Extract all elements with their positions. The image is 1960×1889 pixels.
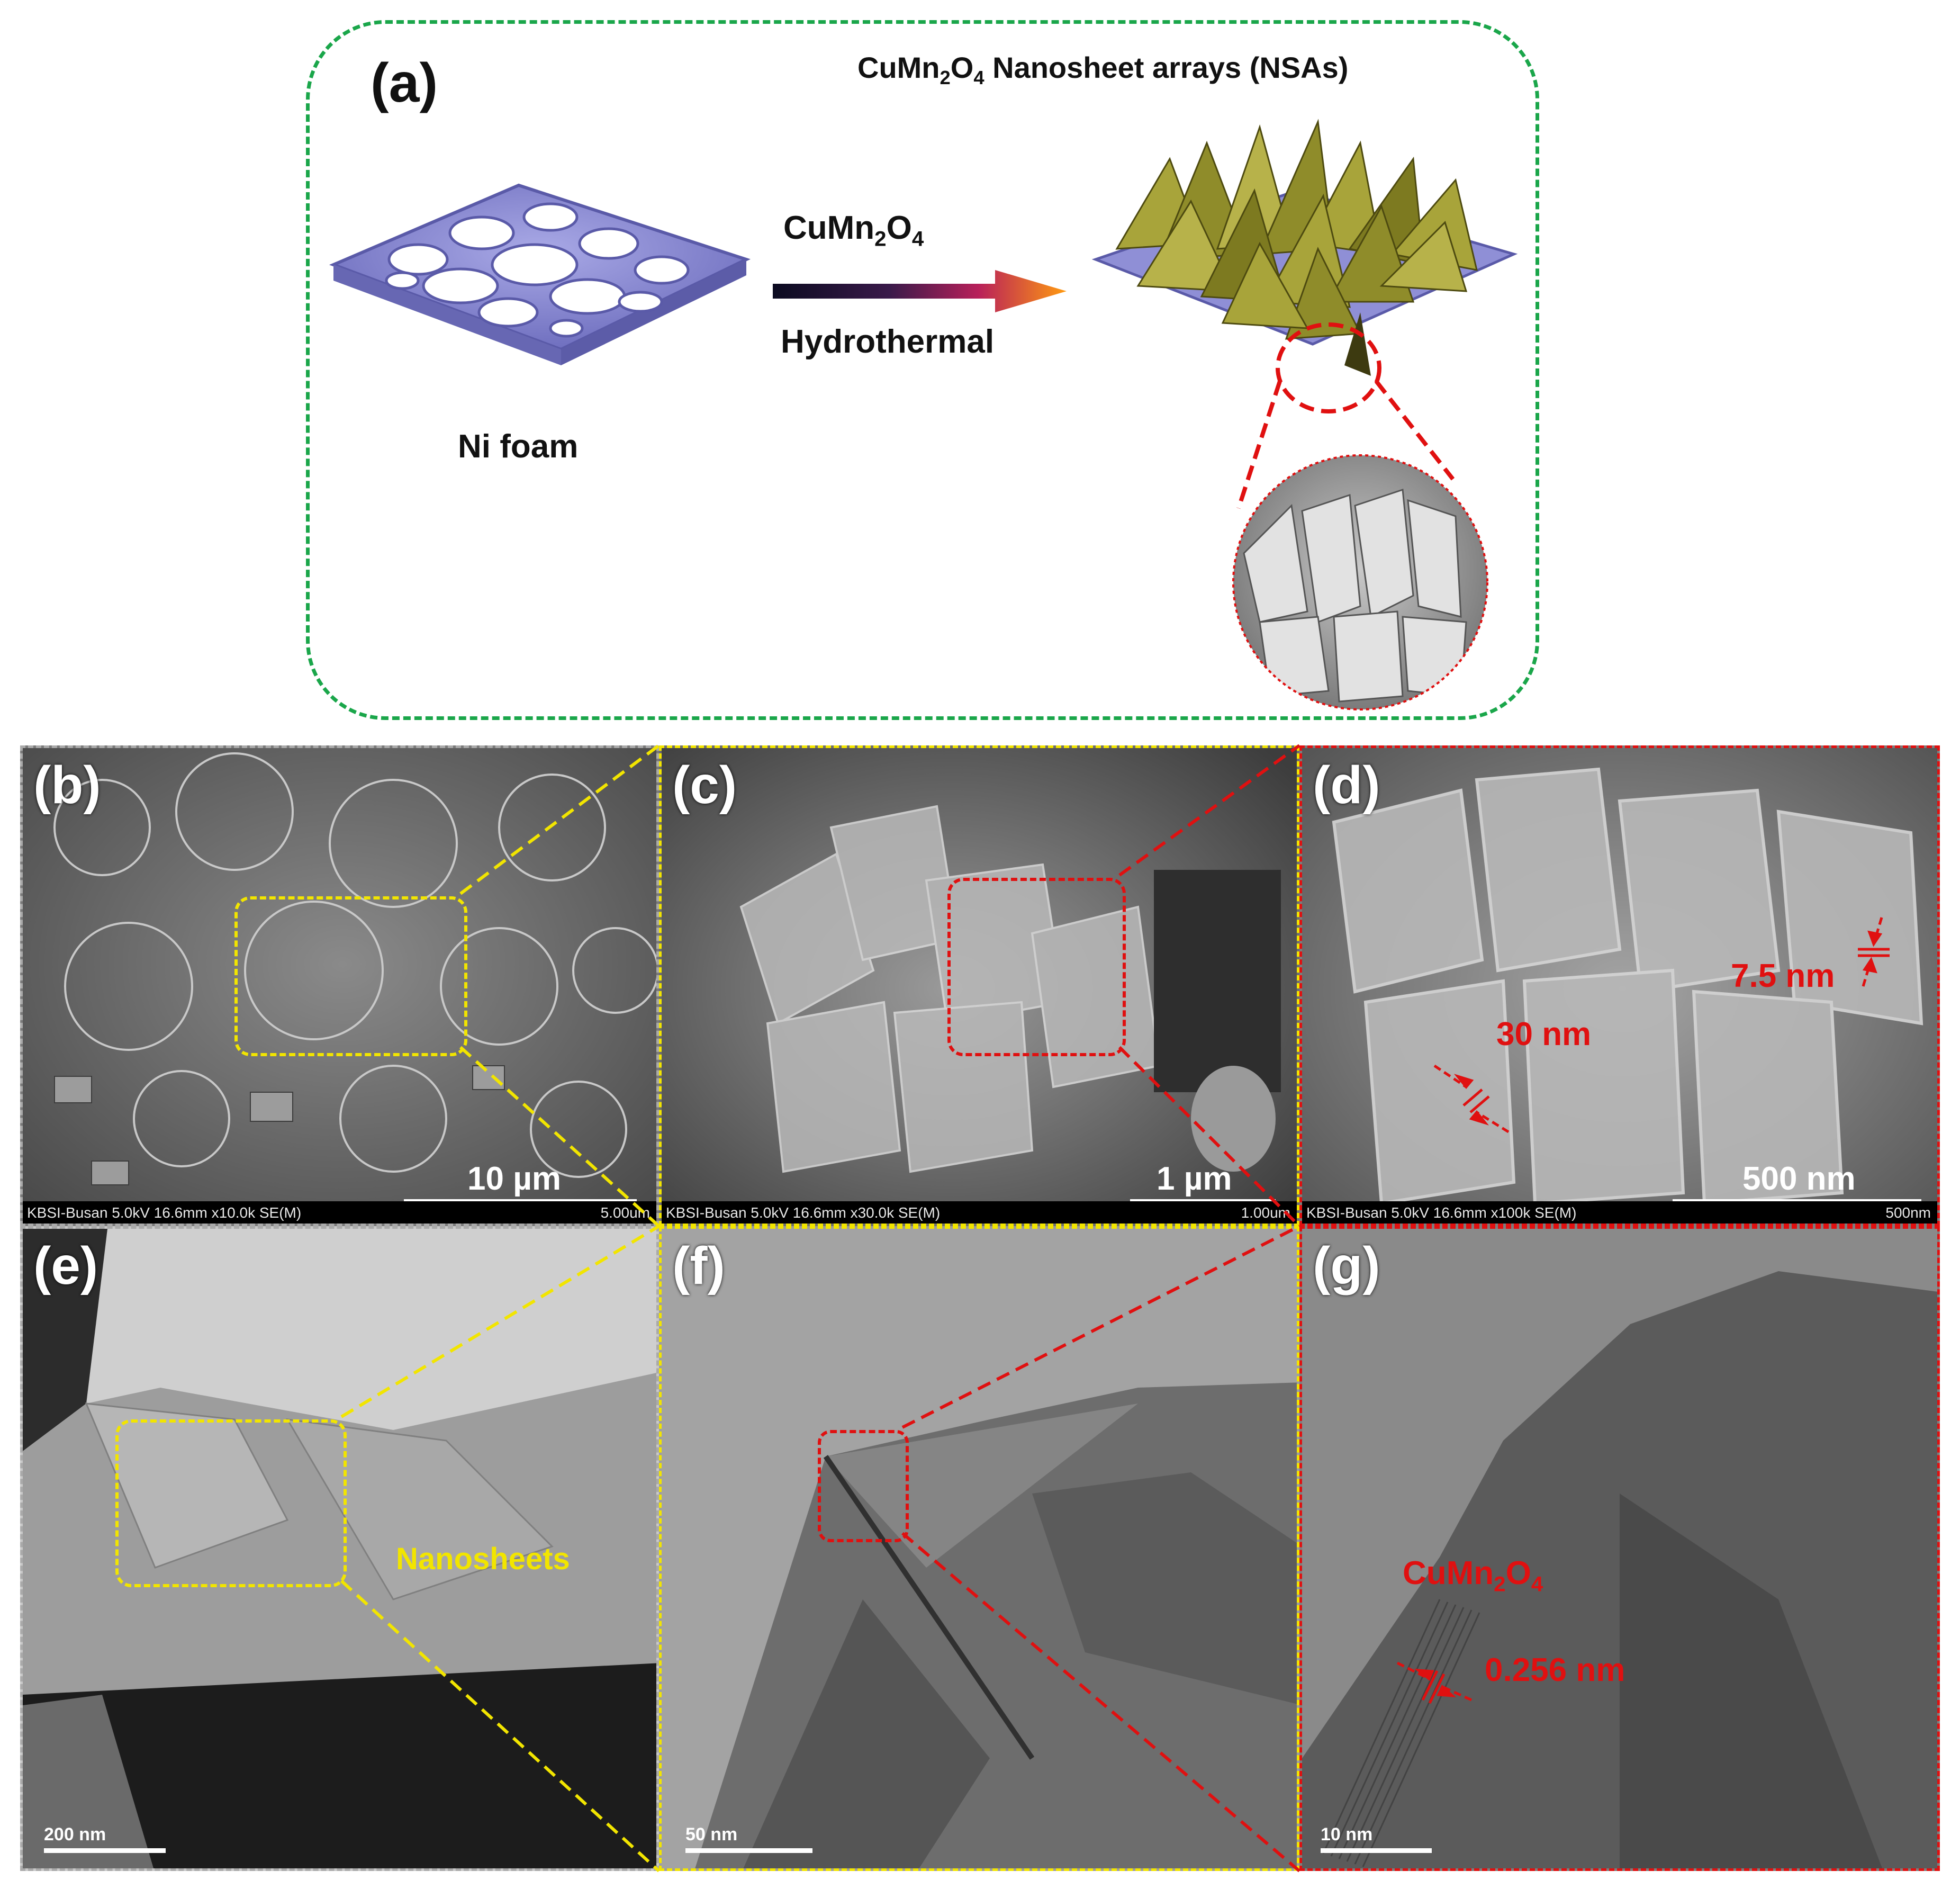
- panel-f-label: (f): [672, 1236, 725, 1296]
- panel-c-bar-value: 1.00um: [1241, 1204, 1290, 1221]
- panel-b-zoom-box: [234, 896, 467, 1056]
- panel-g-d-spacing: 0.256 nm: [1485, 1652, 1625, 1688]
- panel-b-label: (b): [33, 755, 101, 815]
- panel-e-annotation: Nanosheets: [396, 1542, 570, 1576]
- panel-f-scale-bar: [685, 1848, 812, 1853]
- panel-g-phase-label: CuMn2O4: [1403, 1555, 1543, 1596]
- panel-g-scale-text: 10 nm: [1321, 1824, 1373, 1845]
- substrate-label: Ni foam: [458, 428, 579, 465]
- panel-d-sem-image: (d) 30 nm 7.5 nm 500 nm KBSI-Busan 5.0kV…: [1299, 745, 1940, 1226]
- panel-d-annot-thin: 7.5 nm: [1731, 958, 1835, 994]
- panel-g-d-spacing-marker: [1396, 1661, 1473, 1704]
- panel-d-info: KBSI-Busan 5.0kV 16.6mm x100k SE(M): [1306, 1204, 1577, 1221]
- panel-f-scale-text: 50 nm: [685, 1824, 738, 1845]
- panel-a-title: CuMn2O4 Nanosheet arrays (NSAs): [857, 51, 1349, 89]
- panel-c-zoom-box: [947, 878, 1126, 1056]
- panel-g-label: (g): [1313, 1236, 1380, 1296]
- panel-f-tem-image: (f) 50 nm: [659, 1226, 1299, 1871]
- panel-d-thickness-markers: [1433, 917, 1890, 1134]
- panel-e-label: (e): [33, 1236, 98, 1296]
- panel-g-hrtem-image: (g) CuMn2O4 0.256 nm 10 nm: [1299, 1226, 1940, 1871]
- panel-c-scale-text: 1 µm: [1157, 1161, 1232, 1197]
- panel-c-info-bar: KBSI-Busan 5.0kV 16.6mm x30.0k SE(M) 1.0…: [662, 1201, 1297, 1224]
- panel-e-scale-bar: [44, 1848, 166, 1853]
- panel-f-zoom-box: [818, 1430, 909, 1542]
- panel-c-sem-image: (c) 1 µm KBSI-Busan 5.0kV 16.6mm x30.0k …: [659, 745, 1299, 1226]
- panel-e-scale-text: 200 nm: [44, 1824, 106, 1845]
- panel-b-info: KBSI-Busan 5.0kV 16.6mm x10.0k SE(M): [27, 1204, 302, 1221]
- panel-b-info-bar: KBSI-Busan 5.0kV 16.6mm x10.0k SE(M) 5.0…: [23, 1201, 656, 1224]
- panel-d-bar-value: 500nm: [1885, 1204, 1931, 1221]
- nanosheet-array-illustration: [1091, 119, 1518, 376]
- panel-b-scale-text: 10 µm: [467, 1161, 562, 1197]
- panel-e-zoom-box: [115, 1419, 347, 1587]
- panel-d-scale-text: 500 nm: [1742, 1161, 1856, 1197]
- panel-e-tem-image: (e) Nanosheets 200 nm: [20, 1226, 659, 1871]
- panel-d-label: (d): [1313, 755, 1380, 815]
- sem-zoom-inset: [1232, 454, 1488, 710]
- ni-foam-illustration: [329, 183, 751, 365]
- process-arrow: [773, 270, 1067, 312]
- panel-c-label: (c): [672, 755, 737, 815]
- panel-a-label: (a): [371, 52, 438, 114]
- process-label: Hydrothermal: [781, 323, 995, 360]
- panel-g-scale-bar: [1321, 1848, 1432, 1853]
- panel-c-info: KBSI-Busan 5.0kV 16.6mm x30.0k SE(M): [666, 1204, 941, 1221]
- panel-d-info-bar: KBSI-Busan 5.0kV 16.6mm x100k SE(M) 500n…: [1302, 1201, 1937, 1224]
- panel-a-frame: [306, 20, 1539, 720]
- reagent-label: CuMn2O4: [783, 210, 924, 251]
- panel-d-annot-thick: 30 nm: [1496, 1016, 1592, 1053]
